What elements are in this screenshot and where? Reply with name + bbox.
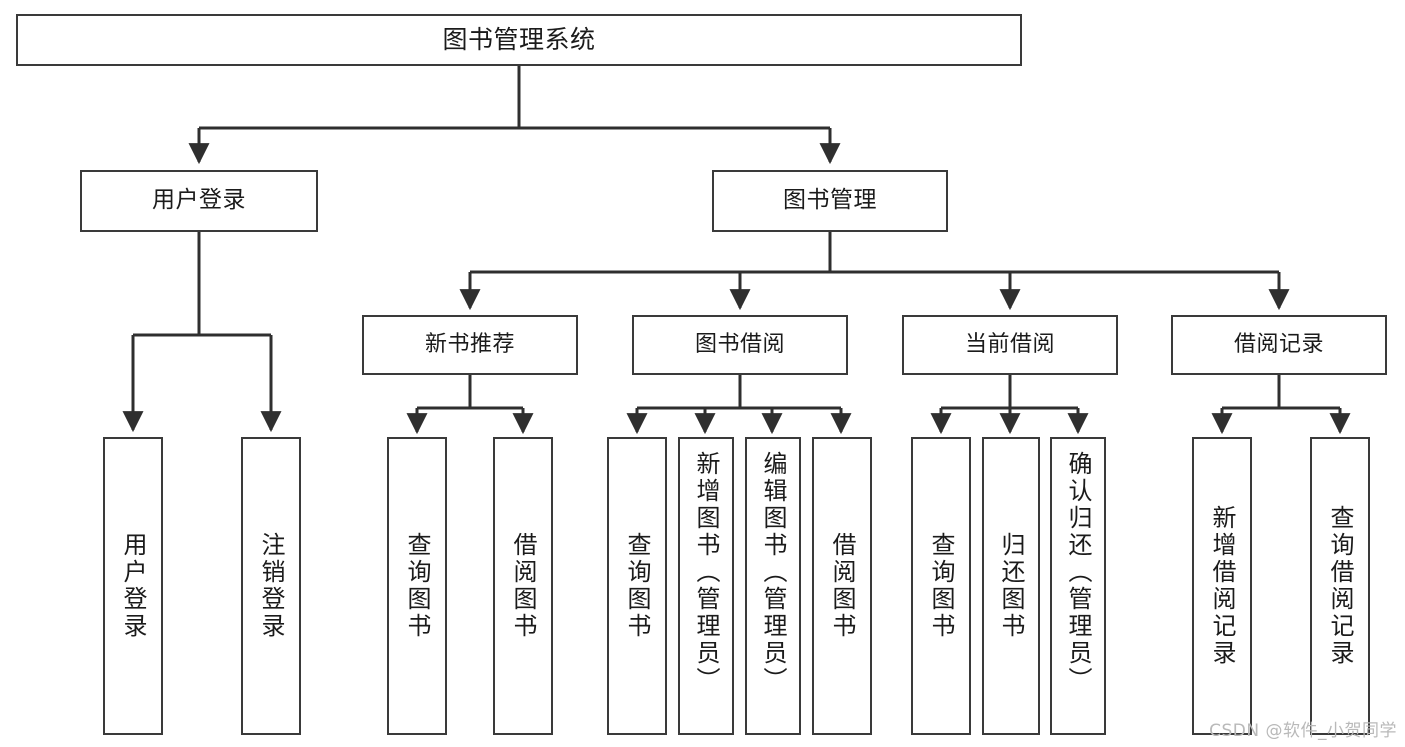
node-book-management-label: 图书管理 [783,187,877,214]
node-book-borrow-label: 图书借阅 [694,332,785,358]
node-new-book-recommend[interactable]: 新书推荐 [362,315,578,375]
node-borrow-record[interactable]: 借阅记录 [1171,315,1387,375]
leaf-query-book-rec-label: 查询图书 [403,532,431,640]
node-root-system[interactable]: 图书管理系统 [16,14,1022,66]
node-current-borrow[interactable]: 当前借阅 [902,315,1118,375]
node-book-management[interactable]: 图书管理 [712,170,948,232]
leaf-query-borrow-record[interactable]: 查询借阅记录 [1310,437,1370,735]
leaf-query-book-borrow[interactable]: 查询图书 [607,437,667,735]
leaf-query-book-borrow-label: 查询图书 [623,532,651,640]
leaf-return-book-label: 归还图书 [997,532,1025,640]
leaf-confirm-return-admin[interactable]: 确认归还（管理员） [1050,437,1106,735]
node-borrow-record-label: 借阅记录 [1233,332,1324,358]
leaf-return-book[interactable]: 归还图书 [982,437,1040,735]
leaf-borrow-book-label: 借阅图书 [828,532,856,640]
leaf-edit-book-admin[interactable]: 编辑图书（管理员） [745,437,801,735]
leaf-user-login-label: 用户登录 [119,532,147,640]
leaf-add-borrow-record-label: 新增借阅记录 [1208,505,1236,667]
leaf-user-login[interactable]: 用户登录 [103,437,163,735]
leaf-user-logout-label: 注销登录 [257,532,285,640]
leaf-borrow-book-rec-label: 借阅图书 [509,532,537,640]
leaf-borrow-book-rec[interactable]: 借阅图书 [493,437,553,735]
leaf-query-book-rec[interactable]: 查询图书 [387,437,447,735]
leaf-add-borrow-record[interactable]: 新增借阅记录 [1192,437,1252,735]
leaf-confirm-return-admin-label: 确认归还（管理员） [1064,451,1092,694]
node-user-login-label: 用户登录 [152,187,246,214]
leaf-query-book-current[interactable]: 查询图书 [911,437,971,735]
node-new-book-recommend-label: 新书推荐 [424,332,515,358]
leaf-edit-book-admin-label: 编辑图书（管理员） [759,451,787,694]
leaf-add-book-admin[interactable]: 新增图书（管理员） [678,437,734,735]
leaf-query-book-current-label: 查询图书 [927,532,955,640]
leaf-user-logout[interactable]: 注销登录 [241,437,301,735]
node-root-label: 图书管理系统 [442,25,596,55]
leaf-borrow-book[interactable]: 借阅图书 [812,437,872,735]
node-user-login[interactable]: 用户登录 [80,170,318,232]
node-current-borrow-label: 当前借阅 [964,332,1055,358]
leaf-query-borrow-record-label: 查询借阅记录 [1326,505,1354,667]
leaf-add-book-admin-label: 新增图书（管理员） [692,451,720,694]
node-book-borrow[interactable]: 图书借阅 [632,315,848,375]
